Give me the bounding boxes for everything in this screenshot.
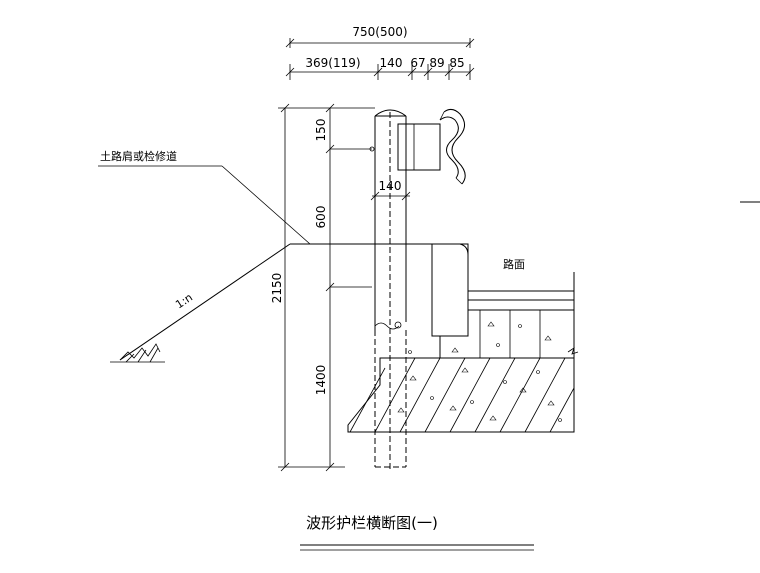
guardrail-post (369, 109, 407, 470)
height-chain-dimension: 150 600 1400 (314, 103, 372, 472)
seg-2-label: 140 (380, 56, 403, 70)
post-width-label: 140 (379, 179, 402, 193)
shoulder-and-slope: 1:n (110, 243, 469, 363)
overall-width-dimension: 750(500) (285, 25, 475, 48)
seg-1-label: 369(119) (305, 56, 360, 70)
seg-5-label: 85 (449, 56, 464, 70)
blockout-and-w-beam (397, 108, 466, 185)
shoulder-leader: 土路肩或检修道 (98, 149, 311, 245)
post-width-dimension: 140 (370, 179, 411, 201)
road-surface-label: 路面 (503, 258, 525, 271)
h-mid-label: 600 (314, 206, 328, 229)
seg-4-label: 89 (429, 56, 444, 70)
overall-height-label: 2150 (270, 273, 284, 304)
h-top-label: 150 (314, 119, 328, 142)
overall-height-dimension: 2150 (270, 103, 375, 472)
h-bottom-label: 1400 (314, 365, 328, 396)
overall-width-label: 750(500) (352, 25, 407, 39)
width-chain-dimension: 369(119) 140 67 89 85 (285, 56, 475, 80)
shoulder-label: 土路肩或检修道 (100, 149, 177, 163)
drawing-title-block: 波形护栏横断图(一) (300, 514, 534, 551)
seg-3-label: 67 (410, 56, 425, 70)
slope-label: 1:n (173, 291, 195, 312)
pavement-layers: 路面 (431, 243, 579, 360)
drawing-title: 波形护栏横断图(一) (306, 514, 438, 532)
concrete-foundation (347, 321, 575, 433)
